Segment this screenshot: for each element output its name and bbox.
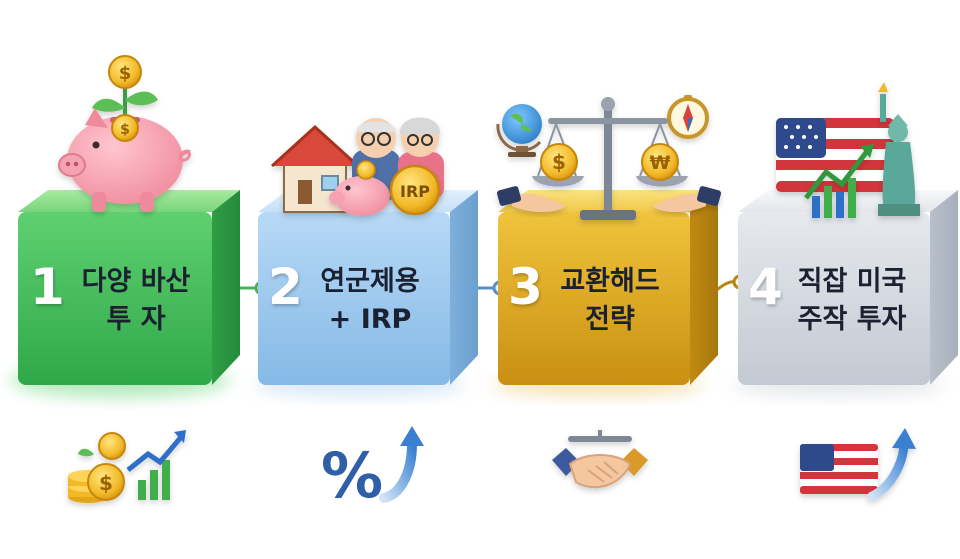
dollar-coin-icon: $ bbox=[540, 143, 578, 181]
coin-icon: $ $ bbox=[108, 55, 142, 142]
step-4-number: 4 bbox=[748, 258, 783, 316]
globe-icon bbox=[496, 104, 542, 157]
house-icon bbox=[270, 124, 360, 213]
won-coin-icon: ₩ bbox=[641, 143, 679, 181]
step-3-number: 3 bbox=[508, 258, 543, 316]
bar-chart-icon bbox=[804, 144, 874, 218]
step-3-cube bbox=[493, 190, 718, 397]
statue-of-liberty-icon bbox=[878, 82, 920, 216]
step-3-label-line2: 전략 bbox=[585, 304, 635, 335]
step-4-label-line1: 직잡 미국 bbox=[797, 266, 907, 297]
us-flag-icon bbox=[776, 118, 894, 192]
svg-text:$: $ bbox=[99, 471, 113, 495]
step-1-label-line1: 다양 바산 bbox=[81, 266, 191, 297]
svg-text:$: $ bbox=[119, 63, 132, 84]
svg-text:$: $ bbox=[120, 122, 130, 138]
us-flag-growth-icon bbox=[800, 428, 916, 501]
small-piggy-bank-icon bbox=[329, 160, 390, 216]
step-4-cube bbox=[733, 190, 958, 397]
compass-icon bbox=[667, 95, 709, 139]
balance-scale-icon bbox=[532, 97, 688, 220]
step-2-number: 2 bbox=[268, 258, 303, 316]
open-hands-icon bbox=[496, 186, 722, 212]
step-3-label-line1: 교환해드 bbox=[560, 266, 660, 297]
svg-text:IRP: IRP bbox=[400, 182, 430, 201]
step-2-label-line1: 연군제용 bbox=[320, 266, 420, 297]
step-2-label-line2: + IRP bbox=[328, 304, 412, 335]
step-1-label-line2: 투 자 bbox=[106, 304, 166, 335]
irp-coin-icon: IRP bbox=[389, 164, 441, 216]
svg-text:₩: ₩ bbox=[650, 152, 671, 174]
step-1-number: 1 bbox=[30, 258, 65, 316]
handshake-icon bbox=[552, 430, 648, 489]
percent-growth-icon: % bbox=[321, 426, 424, 512]
coins-growth-icon: $ bbox=[68, 430, 186, 503]
svg-text:%: % bbox=[321, 439, 383, 512]
step-4-label-line2: 주작 투자 bbox=[797, 304, 907, 335]
svg-text:$: $ bbox=[552, 150, 566, 174]
